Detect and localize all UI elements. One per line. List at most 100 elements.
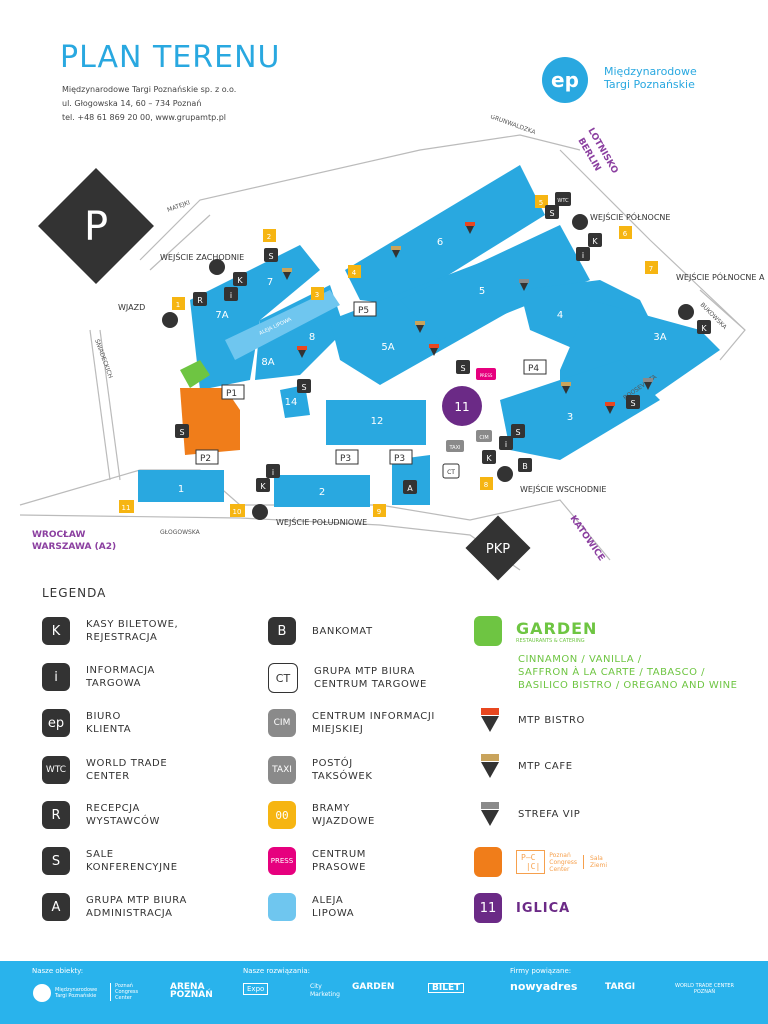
iglica-number: 11	[454, 400, 469, 414]
hall-5a: 5A	[381, 342, 394, 353]
legend-aleja-text: ALEJA LIPOWA	[312, 895, 355, 919]
ct-icon: CT	[268, 663, 298, 693]
parking-main[interactable]: P	[38, 168, 154, 284]
legend-biuro: ep BIURO KLIENTA	[42, 709, 131, 737]
svg-text:S: S	[630, 399, 635, 408]
hall-labels: 1 2 3 3A 4 5 5A 6 7 7A 8 8A 12 14 15 A	[178, 237, 667, 498]
legend-biuro-text: BIURO KLIENTA	[86, 711, 132, 735]
svg-text:CIM: CIM	[479, 435, 488, 441]
gate-7: 7	[649, 265, 653, 273]
legend-aleja: ALEJA LIPOWA	[268, 893, 354, 921]
parking-p3b: P3	[394, 454, 405, 464]
parking-p3a: P3	[340, 454, 351, 464]
svg-text:S: S	[549, 209, 554, 218]
hall-4: 4	[557, 310, 563, 321]
svg-text:S: S	[460, 364, 465, 373]
legend-vip: STREFA VIP	[478, 800, 580, 828]
footer-partners-label: Firmy powiązane:	[510, 967, 572, 975]
footer-expo[interactable]: Expo	[243, 983, 269, 995]
svg-text:K: K	[701, 324, 707, 333]
legend-ct: CT GRUPA MTP BIURA CENTRUM TARGOWE	[268, 663, 427, 693]
street-glogowska: GŁOGOWSKA	[160, 529, 201, 536]
gate-8: 8	[484, 481, 488, 489]
page-title: PLAN TERENU	[60, 40, 281, 75]
footer-pcc[interactable]: Poznań Congress Center	[110, 983, 138, 1001]
company-contact: tel. +48 61 869 20 00, www.grupamtp.pl	[62, 113, 227, 122]
svg-text:ep: ep	[551, 68, 579, 92]
footer-city-marketing[interactable]: City Marketing	[310, 983, 340, 998]
pcc-extra: Sala Ziemi	[583, 855, 607, 869]
entrance-south: WEJŚCIE POŁUDNIOWE	[276, 516, 367, 527]
footer-garden[interactable]: GARDEN	[352, 982, 395, 992]
footer-targi[interactable]: TARGI	[605, 982, 636, 992]
garden-area	[180, 360, 210, 388]
legend-wtc-text: WORLD TRADE CENTER	[86, 758, 168, 782]
footer-bilet[interactable]: BILET	[428, 983, 465, 993]
garden-logo: GARDEN	[516, 618, 598, 638]
footer-nowyadres[interactable]: nowyadres	[510, 980, 578, 993]
svg-text:S: S	[179, 428, 184, 437]
hall-15: 15	[480, 348, 493, 359]
service-markers: R K i S S S K i S WTC K i K S S S i K B …	[175, 192, 711, 494]
conference-icon: S	[42, 847, 70, 875]
site-map[interactable]: ALEJA LIPOWA 11 P PKP 1 2 3 3A 4 5 5A 6 …	[0, 115, 768, 585]
svg-text:i: i	[505, 440, 507, 449]
iglica-icon: 11	[474, 893, 502, 923]
gate-3: 3	[315, 291, 319, 299]
hall-3: 3	[567, 412, 573, 423]
legend-sale-text: SALE KONFERENCYJNE	[86, 849, 178, 873]
legend-info: i INFORMACJA TARGOWA	[42, 663, 155, 691]
pcc-area	[180, 388, 240, 455]
hall-5: 5	[479, 286, 485, 297]
svg-text:PRESS: PRESS	[480, 373, 493, 378]
street-grunwaldzka: GRUNWALDZKA	[489, 115, 537, 136]
footer-objects-label: Nasze obiekty:	[32, 967, 84, 975]
gates: 1 2 3 4 5 6 7 8 9 10 11	[119, 195, 658, 517]
vip-icon	[481, 802, 499, 826]
svg-text:B: B	[522, 462, 528, 471]
hall-3a: 3A	[653, 332, 666, 343]
admin-icon: A	[42, 893, 70, 921]
hall-areas	[138, 165, 720, 507]
parking-p4: P4	[528, 364, 539, 374]
svg-text:K: K	[260, 482, 266, 491]
pcc-icon	[474, 847, 502, 877]
svg-text:R: R	[197, 296, 203, 305]
svg-text:S: S	[515, 428, 520, 437]
footer-arena[interactable]: ARENA POZNAŃ	[170, 982, 213, 1000]
hall-8a: 8A	[261, 357, 274, 368]
footer-mtp[interactable]: Międzynarodowe Targi Poznańskie	[32, 983, 97, 1003]
legend-iglica-text: IGLICA	[516, 900, 571, 916]
garden-sub: RESTAURANTS & CATERING	[516, 637, 585, 644]
svg-text:S: S	[268, 252, 273, 261]
legend-recepcja: R RECEPCJA WYSTAWCÓW	[42, 801, 160, 829]
press-icon: PRESS	[268, 847, 296, 875]
gate-4: 4	[352, 269, 357, 277]
svg-text:i: i	[230, 291, 232, 300]
info-icon: i	[42, 663, 70, 691]
hall-12: 12	[371, 416, 384, 427]
iglica-marker[interactable]	[442, 386, 482, 426]
mtp-logo[interactable]: ep Międzynarodowe Targi Poznańskie	[540, 55, 710, 105]
svg-text:i: i	[582, 251, 584, 260]
parking-p2: P2	[200, 454, 211, 464]
garden-restaurants: CINNAMON / VANILLA / SAFFRON À LA CARTE …	[518, 654, 738, 691]
gate-9: 9	[377, 508, 381, 516]
cafe-icon	[481, 754, 499, 778]
legend-bramy: 00 BRAMY WJAZDOWE	[268, 801, 375, 829]
hall-2: 2	[319, 487, 325, 498]
footer-solutions-label: Nasze rozwiązania:	[243, 967, 311, 975]
taxi-icon: TAXI	[268, 756, 296, 784]
entrance-east: WEJŚCIE WSCHODNIE	[520, 483, 606, 494]
legend-press-text: CENTRUM PRASOWE	[312, 849, 367, 873]
food-markers	[282, 222, 653, 414]
pkp-station[interactable]: PKP	[465, 515, 531, 581]
footer-wtc[interactable]: WORLD TRADE CENTER POZNAŃ	[675, 983, 735, 995]
legend-cafe-text: MTP CAFE	[518, 760, 573, 772]
street-matejki: MATEJKI	[166, 199, 191, 214]
gate-2: 2	[267, 233, 271, 241]
legend-sale: S SALE KONFERENCYJNE	[42, 847, 178, 875]
gate-11: 11	[122, 504, 131, 512]
legend-kasy: K KASY BILETOWE, REJESTRACJA	[42, 617, 178, 645]
legend-wtc: WTC WORLD TRADE CENTER	[42, 756, 167, 784]
